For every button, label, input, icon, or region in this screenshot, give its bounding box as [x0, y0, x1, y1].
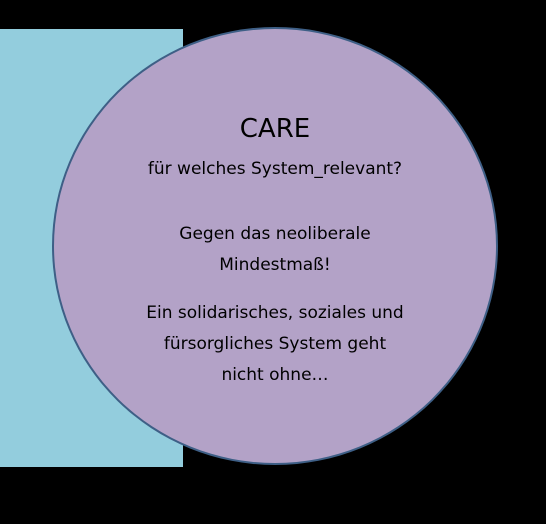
- paragraph-3-line-2: fürsorgliches System geht: [163, 334, 387, 354]
- circle-paragraph-3: Ein solidarisches, soziales und fürsorgl…: [52, 298, 498, 391]
- circle-title: CARE: [239, 114, 311, 144]
- paragraph-3-line-1: Ein solidarisches, soziales und: [146, 303, 404, 323]
- paragraph-2-line-1: Gegen das neoliberale: [179, 224, 371, 244]
- circle-paragraph-2: Gegen das neoliberale Mindestmaß!: [52, 219, 498, 281]
- paragraph-2-line-2: Mindestmaß!: [219, 255, 331, 275]
- circle-subtitle: für welches System_relevant?: [147, 159, 403, 179]
- purple-circle: [52, 27, 498, 465]
- paragraph-3-line-3: nicht ohne…: [221, 365, 329, 385]
